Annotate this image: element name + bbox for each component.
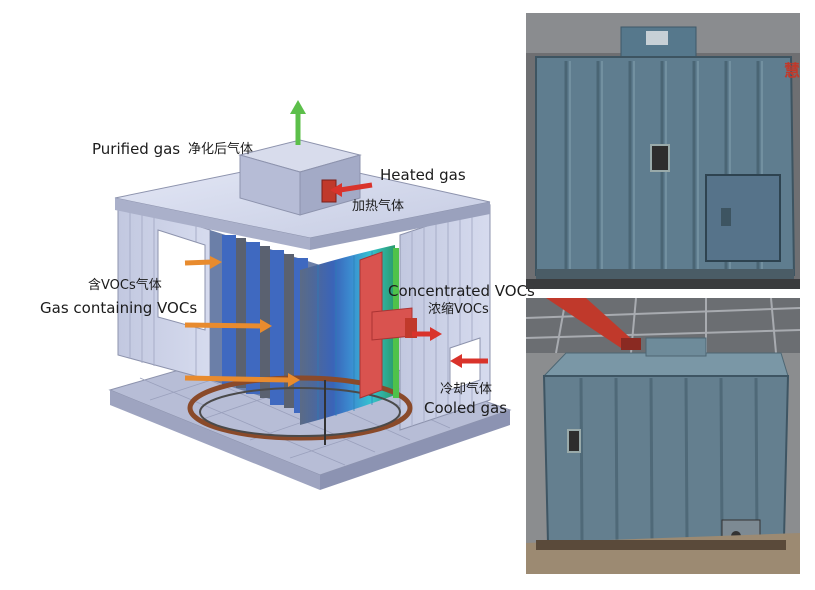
label-heated-zh: 加热气体 (352, 199, 405, 214)
label-concentrated-en: Concentrated VOCs (388, 282, 535, 300)
label-voc-in-en: Gas containing VOCs (40, 299, 198, 317)
right-wall-opening (449, 337, 481, 391)
arrow-purified (290, 100, 306, 145)
arrow-cooled-in (450, 354, 488, 368)
arrow-voc-in-2 (184, 319, 272, 333)
label-purified-zh: 净化后气体 (188, 142, 254, 157)
desorption-sector (359, 251, 383, 399)
label-voc-in-zh: 含VOCs气体 (88, 278, 162, 293)
label-cooled-zh: 冷却气体 (440, 382, 493, 397)
rotor-concentrator-diagram (108, 100, 512, 490)
left-wall-opening (157, 229, 206, 331)
rotor-base-ring (187, 375, 413, 441)
arrow-heated-in (330, 182, 373, 197)
roof-front (115, 198, 310, 250)
arrow-concentrated-out (412, 327, 442, 341)
base-side (320, 410, 510, 490)
base-front (110, 390, 320, 490)
label-concentrated-zh: 浓缩VOCs (428, 302, 489, 317)
roof-side (310, 202, 490, 250)
label-heated-en: Heated gas (380, 166, 466, 184)
label-purified-en: Purified gas (92, 140, 181, 158)
photo-unit-front: 慧 (526, 13, 800, 289)
photo-unit-factory (526, 298, 800, 574)
arrow-voc-in-1 (184, 256, 222, 269)
label-cooled-en: Cooled gas (424, 399, 508, 417)
photo-sign-char: 慧 (783, 61, 800, 80)
arrow-voc-in-3 (184, 373, 300, 387)
